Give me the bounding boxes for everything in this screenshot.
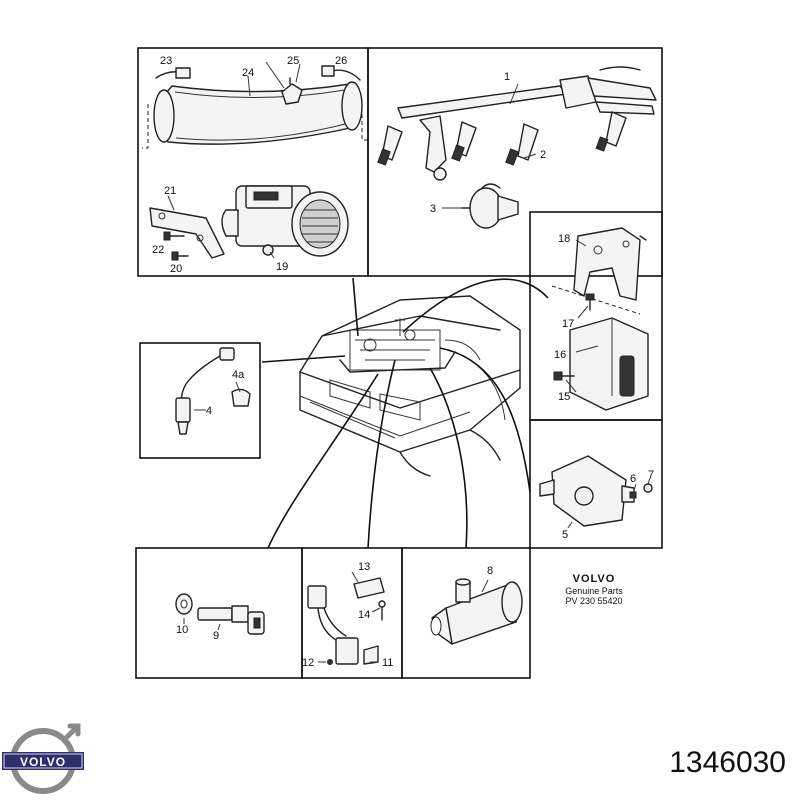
idle-air-valve [430, 578, 523, 645]
volvo-logo: VOLVO [2, 723, 84, 794]
connection-lines [261, 277, 549, 549]
callout-8: 8 [487, 565, 493, 577]
fuel-rail [397, 66, 657, 181]
callout-11: 11 [382, 657, 393, 669]
callout-22: 22 [152, 244, 164, 256]
injector-3 [505, 123, 539, 166]
clip-11 [363, 645, 379, 665]
callout-24: 24 [242, 67, 254, 79]
frame-throttle-switch [529, 419, 663, 549]
injector-1 [377, 125, 403, 166]
sealing-washer [175, 593, 193, 615]
pin-14 [378, 600, 386, 621]
callout-18: 18 [558, 233, 570, 245]
screw-15 [553, 371, 575, 381]
callout-6: 6 [630, 473, 636, 485]
callout-15: 15 [558, 391, 570, 403]
callout-1: 1 [504, 71, 510, 83]
callout-3: 3 [430, 203, 436, 215]
injector-4 [595, 111, 627, 152]
injector-2 [451, 121, 477, 162]
fuel-pressure-regulator [461, 183, 519, 229]
car-front-view [299, 295, 521, 477]
screw-22 [163, 231, 185, 241]
ecu-bracket [573, 227, 647, 301]
hose-nipple [281, 77, 303, 105]
callout-10: 10 [176, 624, 188, 636]
callout-14: 14 [358, 609, 370, 621]
genuine-parts-stamp: VOLVO Genuine Parts PV 230 55420 [565, 573, 623, 606]
callout-16: 16 [554, 349, 566, 361]
stamp-line-2: PV 230 55420 [565, 596, 622, 606]
screw-6 [629, 491, 637, 499]
callout-25: 25 [287, 55, 299, 67]
stamp-line-1: Genuine Parts [565, 586, 623, 596]
screw-12 [327, 659, 333, 665]
sensor-clip-4a [231, 388, 251, 407]
temperature-sensor [197, 605, 265, 635]
terminal-13 [353, 577, 385, 599]
callout-12: 12 [302, 657, 314, 669]
part-number: 1346030 [669, 746, 786, 779]
callout-23: 23 [160, 55, 172, 67]
callout-5: 5 [562, 529, 568, 541]
callout-4a: 4a [232, 369, 245, 381]
callout-19: 19 [276, 261, 288, 273]
lambda-sensor [175, 347, 235, 435]
washer-7 [643, 483, 653, 493]
callout-26: 26 [335, 55, 347, 67]
callout-7: 7 [648, 469, 654, 481]
air-mass-meter [221, 185, 349, 257]
stamp-brand: VOLVO [573, 573, 616, 585]
frame-fuel-rail [367, 47, 663, 277]
hose-clamp-left [155, 67, 191, 79]
callout-21: 21 [164, 185, 176, 197]
control-unit-box [569, 317, 649, 411]
screw-17 [585, 293, 595, 311]
callout-20: 20 [170, 263, 182, 275]
throttle-position-switch [539, 455, 635, 527]
wiring-connector [307, 585, 359, 665]
screw-20 [171, 251, 189, 261]
callout-13: 13 [358, 561, 370, 573]
callout-4: 4 [206, 405, 212, 417]
callout-2: 2 [540, 149, 546, 161]
frame-oxygen-sensor [139, 342, 261, 459]
callout-17: 17 [562, 318, 574, 330]
callout-labels: 23 24 25 26 21 22 20 19 1 2 3 4 4a 18 17… [152, 55, 654, 669]
callout-9: 9 [213, 630, 219, 642]
mounting-bracket [149, 207, 225, 259]
air-intake-hose [142, 81, 368, 149]
hose-clamp-right [321, 65, 361, 81]
logo-wordmark: VOLVO [20, 755, 66, 769]
